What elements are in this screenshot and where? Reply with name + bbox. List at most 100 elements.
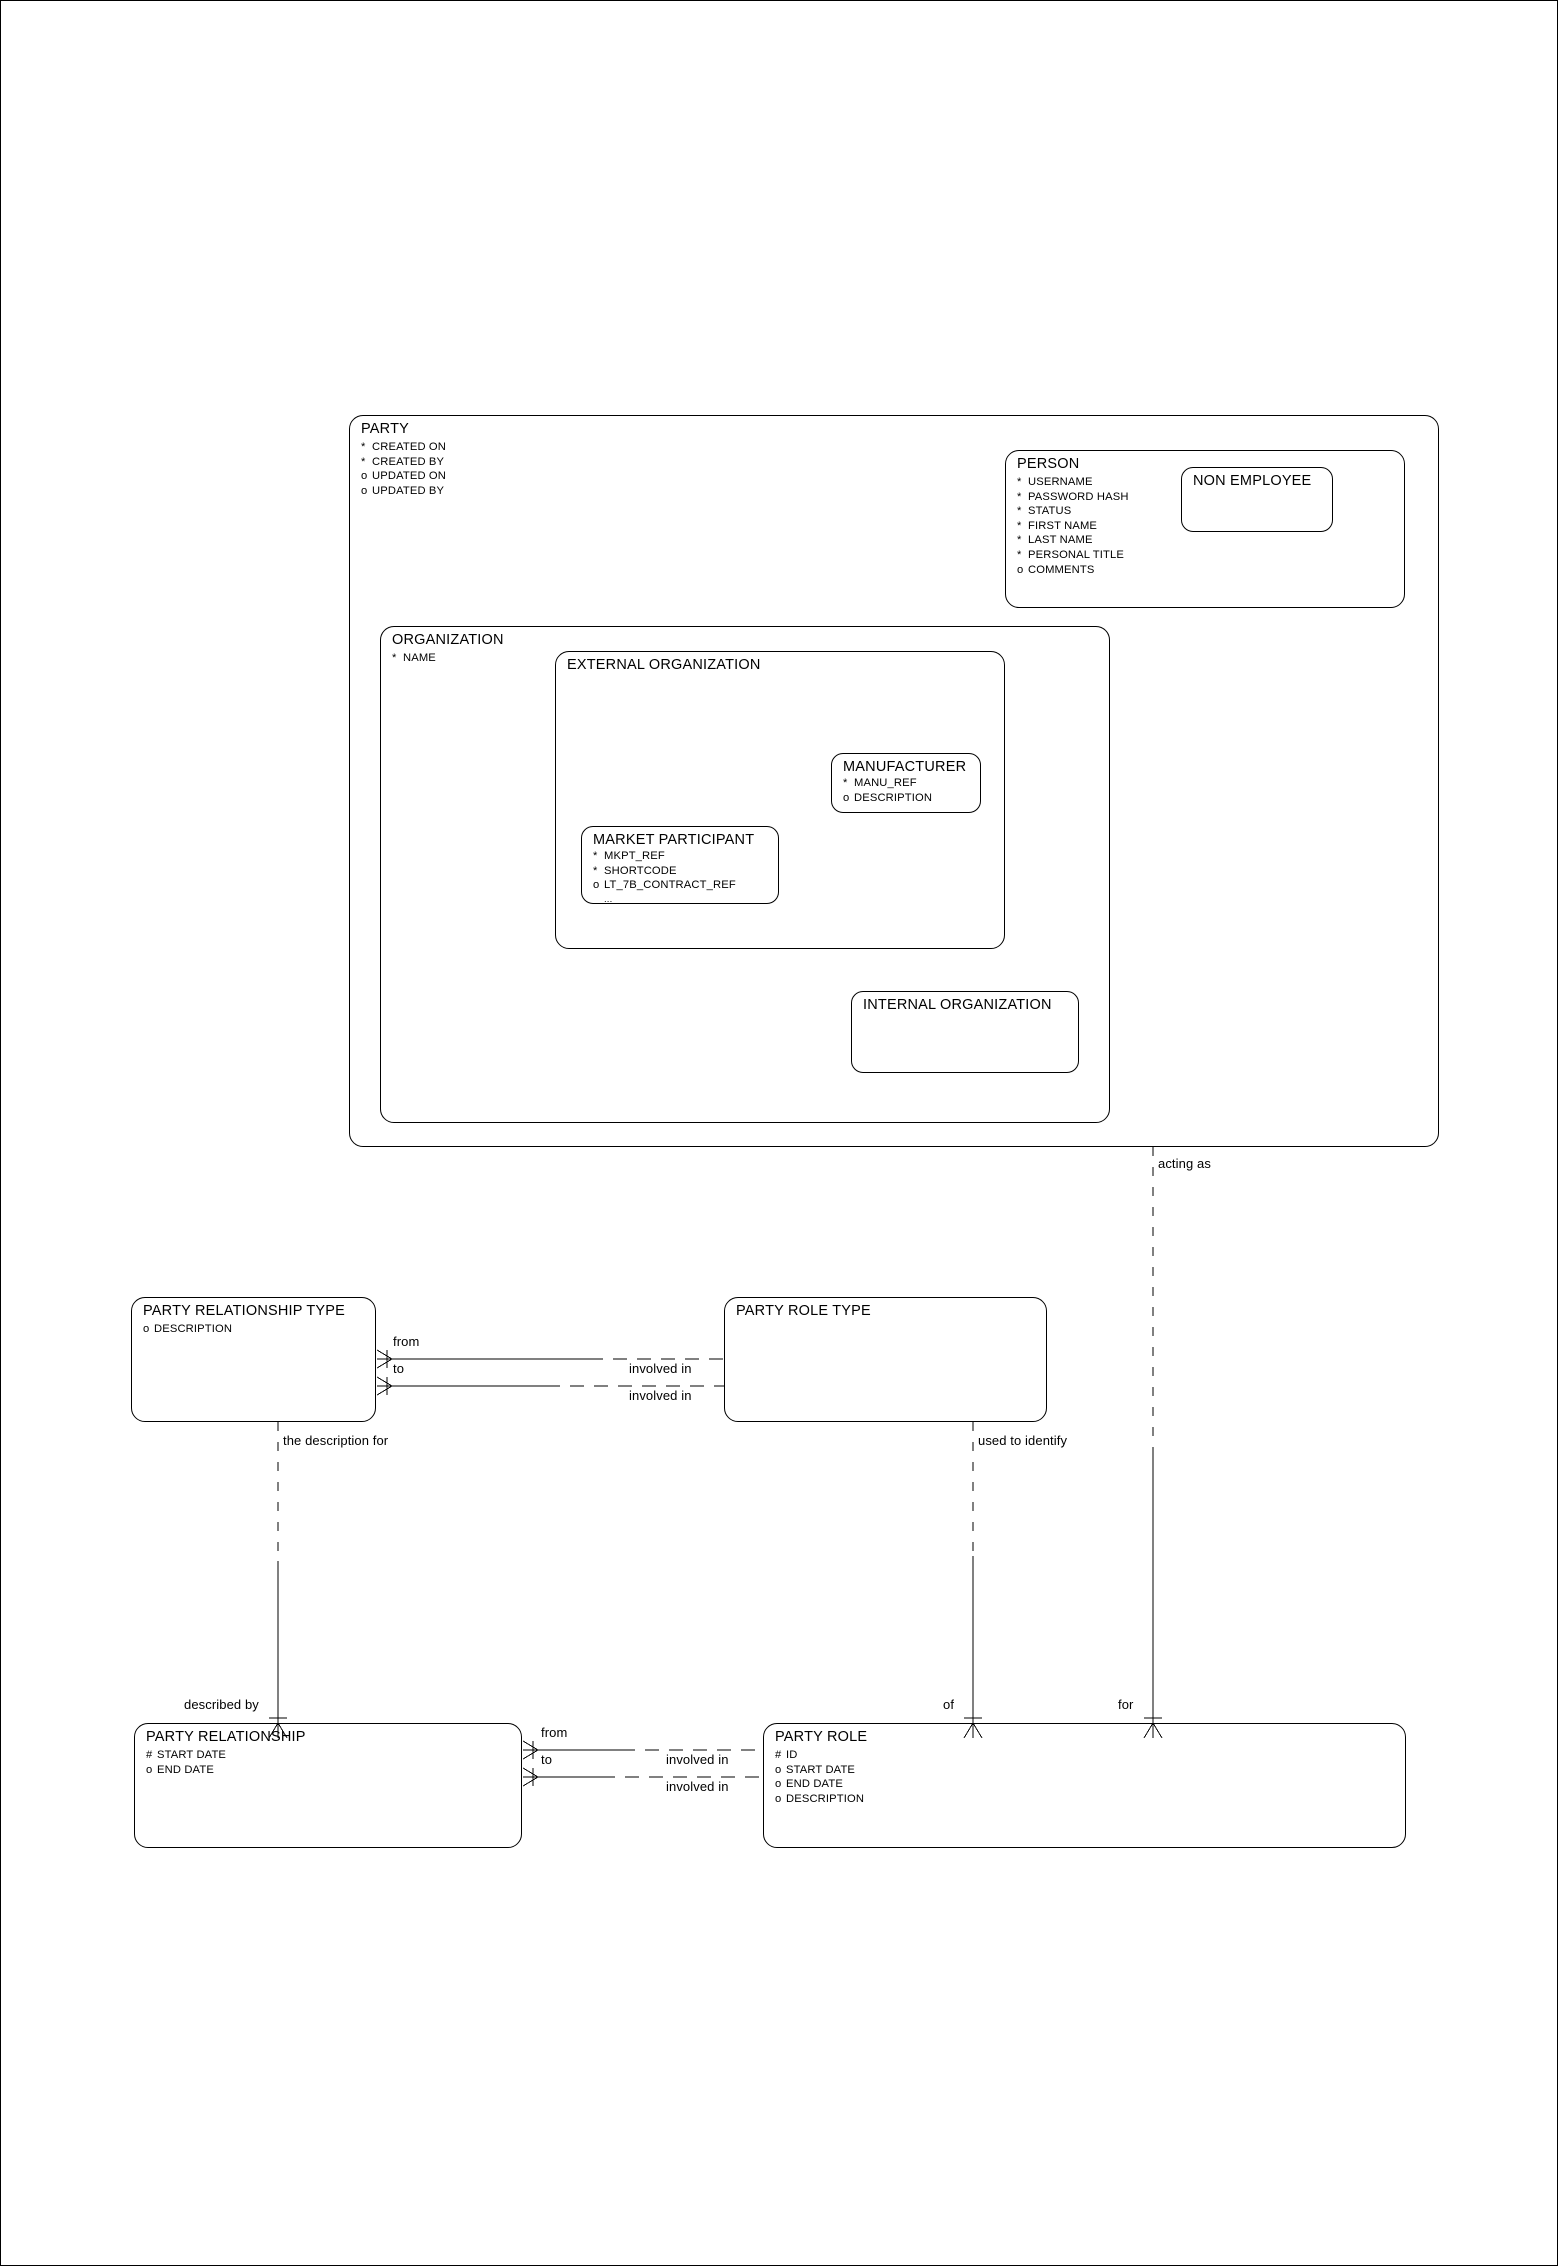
attribute-mark: * xyxy=(1017,476,1022,488)
attribute-row: * NAME xyxy=(392,651,436,666)
attribute-name: COMMENTS xyxy=(1028,563,1095,576)
entity-title: PARTY RELATIONSHIP xyxy=(146,1729,306,1745)
attribute-row: o UPDATED ON xyxy=(361,469,446,484)
attribute-row: * LAST NAME xyxy=(1017,533,1129,548)
attribute-name: START DATE xyxy=(157,1749,227,1761)
attribute-mark: * xyxy=(593,864,598,877)
entity-non-employee[interactable]: NON EMPLOYEE xyxy=(1181,467,1333,532)
attribute-mark: * xyxy=(843,777,848,789)
attribute-name: END DATE xyxy=(786,1778,843,1791)
attribute-mark: o xyxy=(143,1323,150,1335)
attribute-name: CREATED ON xyxy=(372,441,447,453)
attribute-name: ... xyxy=(604,893,613,905)
entity-title: EXTERNAL ORGANIZATION xyxy=(567,657,761,673)
attribute-mark: * xyxy=(1017,534,1022,547)
relationship-label-prt-involved-in-2: involved in xyxy=(629,1388,692,1403)
attribute-row: * FIRST NAME xyxy=(1017,519,1129,534)
entity-market-participant[interactable]: MARKET PARTICIPANT *MKPT_REF *SHORTCODE … xyxy=(581,826,779,907)
attribute-mark: o xyxy=(146,1763,153,1776)
entity-title: PERSON xyxy=(1017,456,1080,472)
attribute-row: o END DATE xyxy=(775,1777,864,1792)
attribute-mark: # xyxy=(146,1749,153,1761)
attribute-name: STATUS xyxy=(1028,505,1072,518)
relationship-label-acting-as: acting as xyxy=(1158,1156,1211,1171)
entity-party-role-type[interactable]: PARTY ROLE TYPE xyxy=(724,1297,1047,1422)
attribute-name: MKPT_REF xyxy=(604,850,665,862)
attribute-mark: * xyxy=(1017,519,1022,532)
relationship-label-the-description-for: the description for xyxy=(283,1433,389,1448)
attribute-mark: * xyxy=(361,455,366,468)
attribute-mark: * xyxy=(1017,548,1022,561)
entity-external-organization[interactable]: EXTERNAL ORGANIZATION xyxy=(555,651,1005,949)
entity-internal-organization[interactable]: INTERNAL ORGANIZATION xyxy=(851,991,1079,1073)
entity-person[interactable]: PERSON *USERNAME *PASSWORD HASH *STATUS … xyxy=(1005,450,1405,608)
attribute-mark: o xyxy=(775,1763,782,1776)
attribute-row: # ID xyxy=(775,1748,864,1763)
attribute-name: UPDATED ON xyxy=(372,470,447,483)
attribute-row: o DESCRIPTION xyxy=(843,791,932,806)
entity-title: MARKET PARTICIPANT xyxy=(593,832,755,848)
attribute-row: ... xyxy=(593,893,736,908)
attribute-mark: # xyxy=(775,1749,782,1761)
attribute-name: LT_7B_CONTRACT_REF xyxy=(604,879,736,892)
attribute-mark: o xyxy=(775,1792,782,1805)
entity-title: INTERNAL ORGANIZATION xyxy=(863,997,1052,1013)
entity-title: MANUFACTURER xyxy=(843,759,967,775)
attribute-name: ID xyxy=(786,1749,798,1761)
attribute-name: LAST NAME xyxy=(1028,534,1093,547)
attribute-name: FIRST NAME xyxy=(1028,519,1098,532)
attribute-mark: o xyxy=(775,1778,782,1791)
attribute-row: *SHORTCODE xyxy=(593,864,736,879)
attribute-name: MANU_REF xyxy=(854,777,917,789)
relationship-label-used-to-identify: used to identify xyxy=(978,1433,1068,1448)
attribute-name: PERSONAL TITLE xyxy=(1028,548,1124,561)
attribute-name: DESCRIPTION xyxy=(854,791,933,804)
attribute-mark: o xyxy=(843,791,850,804)
attribute-list: *USERNAME *PASSWORD HASH *STATUS *FIRST … xyxy=(1017,475,1129,577)
attribute-mark: * xyxy=(1017,505,1022,518)
attribute-row: o COMMENTS xyxy=(1017,563,1129,578)
attribute-name: UPDATED BY xyxy=(372,484,445,497)
relationship-label-of: of xyxy=(943,1697,955,1712)
attribute-row: *USERNAME xyxy=(1017,475,1129,490)
attribute-row: *CREATED ON xyxy=(361,440,446,455)
attribute-mark: o xyxy=(361,470,368,483)
attribute-name: DESCRIPTION xyxy=(786,1792,865,1805)
attribute-row: * MANU_REF xyxy=(843,776,932,791)
attribute-name: NAME xyxy=(403,652,436,664)
entity-organization[interactable]: ORGANIZATION * NAME xyxy=(380,626,1110,1123)
crowfoot-prt-from xyxy=(376,1349,393,1369)
attribute-name: CREATED BY xyxy=(372,455,445,468)
attribute-mark: * xyxy=(392,652,397,664)
entity-title: PARTY ROLE xyxy=(775,1729,868,1745)
entity-manufacturer[interactable]: MANUFACTURER * MANU_REF o DESCRIPTION xyxy=(831,753,981,813)
attribute-mark: o xyxy=(1017,563,1024,576)
relationship-label-pr-from: from xyxy=(541,1725,568,1740)
relationship-label-pr-involved-in-2: involved in xyxy=(666,1779,729,1794)
relationship-label-pr-involved-in-1: involved in xyxy=(666,1752,729,1767)
relationship-label-prt-from: from xyxy=(393,1334,420,1349)
attribute-row: *MKPT_REF xyxy=(593,849,736,864)
attribute-mark: * xyxy=(1017,490,1022,503)
attribute-row: o DESCRIPTION xyxy=(775,1792,864,1807)
attribute-list: * NAME xyxy=(392,651,436,666)
entity-title: PARTY RELATIONSHIP TYPE xyxy=(143,1303,346,1319)
crowfoot-prt-to xyxy=(376,1376,393,1396)
attribute-mark: o xyxy=(593,879,600,892)
attribute-row: # START DATE xyxy=(146,1748,226,1763)
crowfoot-pr-from xyxy=(522,1740,539,1760)
entity-title: ORGANIZATION xyxy=(392,632,504,648)
relationship-label-pr-to: to xyxy=(541,1752,553,1767)
